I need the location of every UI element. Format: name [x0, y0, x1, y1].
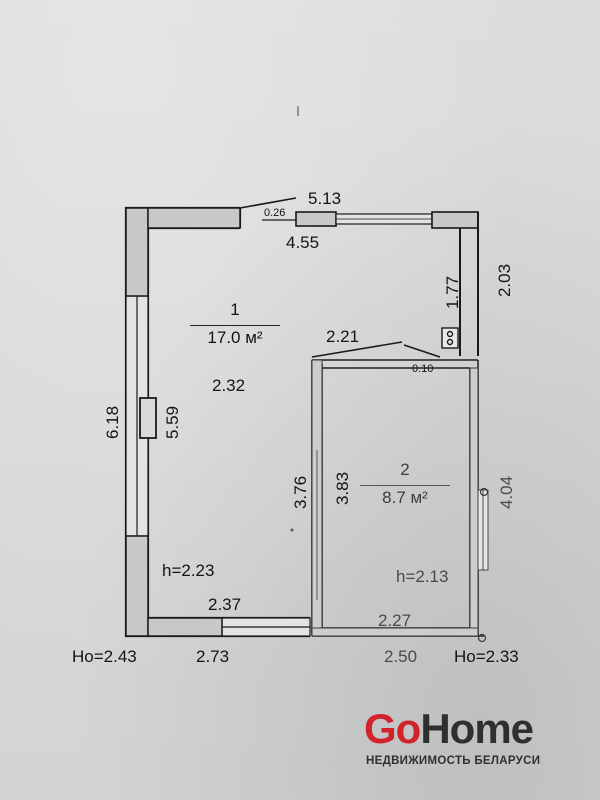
stove-marker [441, 327, 459, 349]
dim-top-outer: 5.13 [308, 189, 342, 208]
room1-bottom-wall-block [147, 617, 223, 637]
dim-room2-left-outer: 3.76 [291, 475, 311, 510]
dim-room2-bottom-outer: 2.50 [384, 647, 418, 666]
ceiling-height-left: Ho=2.43 [72, 647, 137, 666]
room1-bottom-window [221, 617, 311, 637]
room2-area: 8.7 м² [360, 485, 450, 508]
dim-right-top-inner: 1.77 [443, 275, 463, 310]
room2-corner-marker [479, 487, 489, 497]
dim-room1-bottom-outer: 2.73 [196, 647, 230, 666]
room1-area: 17.0 м² [190, 325, 280, 348]
partition-door [311, 341, 441, 358]
room2-bottom-corner-marker [477, 633, 487, 643]
ceiling-height-right: Ho=2.33 [454, 647, 519, 666]
dim-room2-bottom-inner: 2.27 [378, 611, 412, 630]
dim-window-offset: 0.26 [264, 207, 286, 219]
room1-number: 1 [230, 300, 240, 319]
room1-right-wall [459, 212, 479, 356]
brand-name-go: Go [364, 705, 421, 752]
room2-right-window [477, 489, 489, 571]
room1-height: h=2.23 [162, 561, 215, 580]
dim-right-top-outer: 2.03 [495, 263, 515, 298]
dim-top-inner: 4.55 [286, 233, 320, 252]
room2-height: h=2.13 [396, 567, 449, 586]
room2-wall-fill-bottom [311, 627, 479, 637]
brand-name-home: Home [420, 705, 534, 752]
room2-number: 2 [400, 460, 410, 479]
room2-wall-fill-right [469, 367, 479, 629]
gohome-logo: GoHome НЕДВИЖИМОСТЬ БЕЛАРУСИ [364, 705, 564, 775]
dim-room2-right: 4.04 [497, 475, 517, 510]
room1-wall-fill [125, 207, 241, 637]
room1-inner-height: 2.32 [212, 376, 246, 395]
dim-left-inner: 5.59 [163, 405, 183, 440]
dim-partition-offset: 0.10 [412, 363, 434, 375]
dim-left-outer: 6.18 [103, 405, 123, 440]
dim-room2-left-inner: 3.83 [333, 471, 353, 506]
brand-tagline: НЕДВИЖИМОСТЬ БЕЛАРУСИ [366, 755, 541, 767]
dim-room1-bottom-inner: 2.37 [208, 595, 242, 614]
small-dot-marker [290, 528, 294, 532]
left-window-marker [139, 397, 157, 439]
brand-name: GoHome [364, 705, 534, 753]
dim-partition-top: 2.21 [326, 327, 360, 346]
top-wall [239, 197, 479, 229]
